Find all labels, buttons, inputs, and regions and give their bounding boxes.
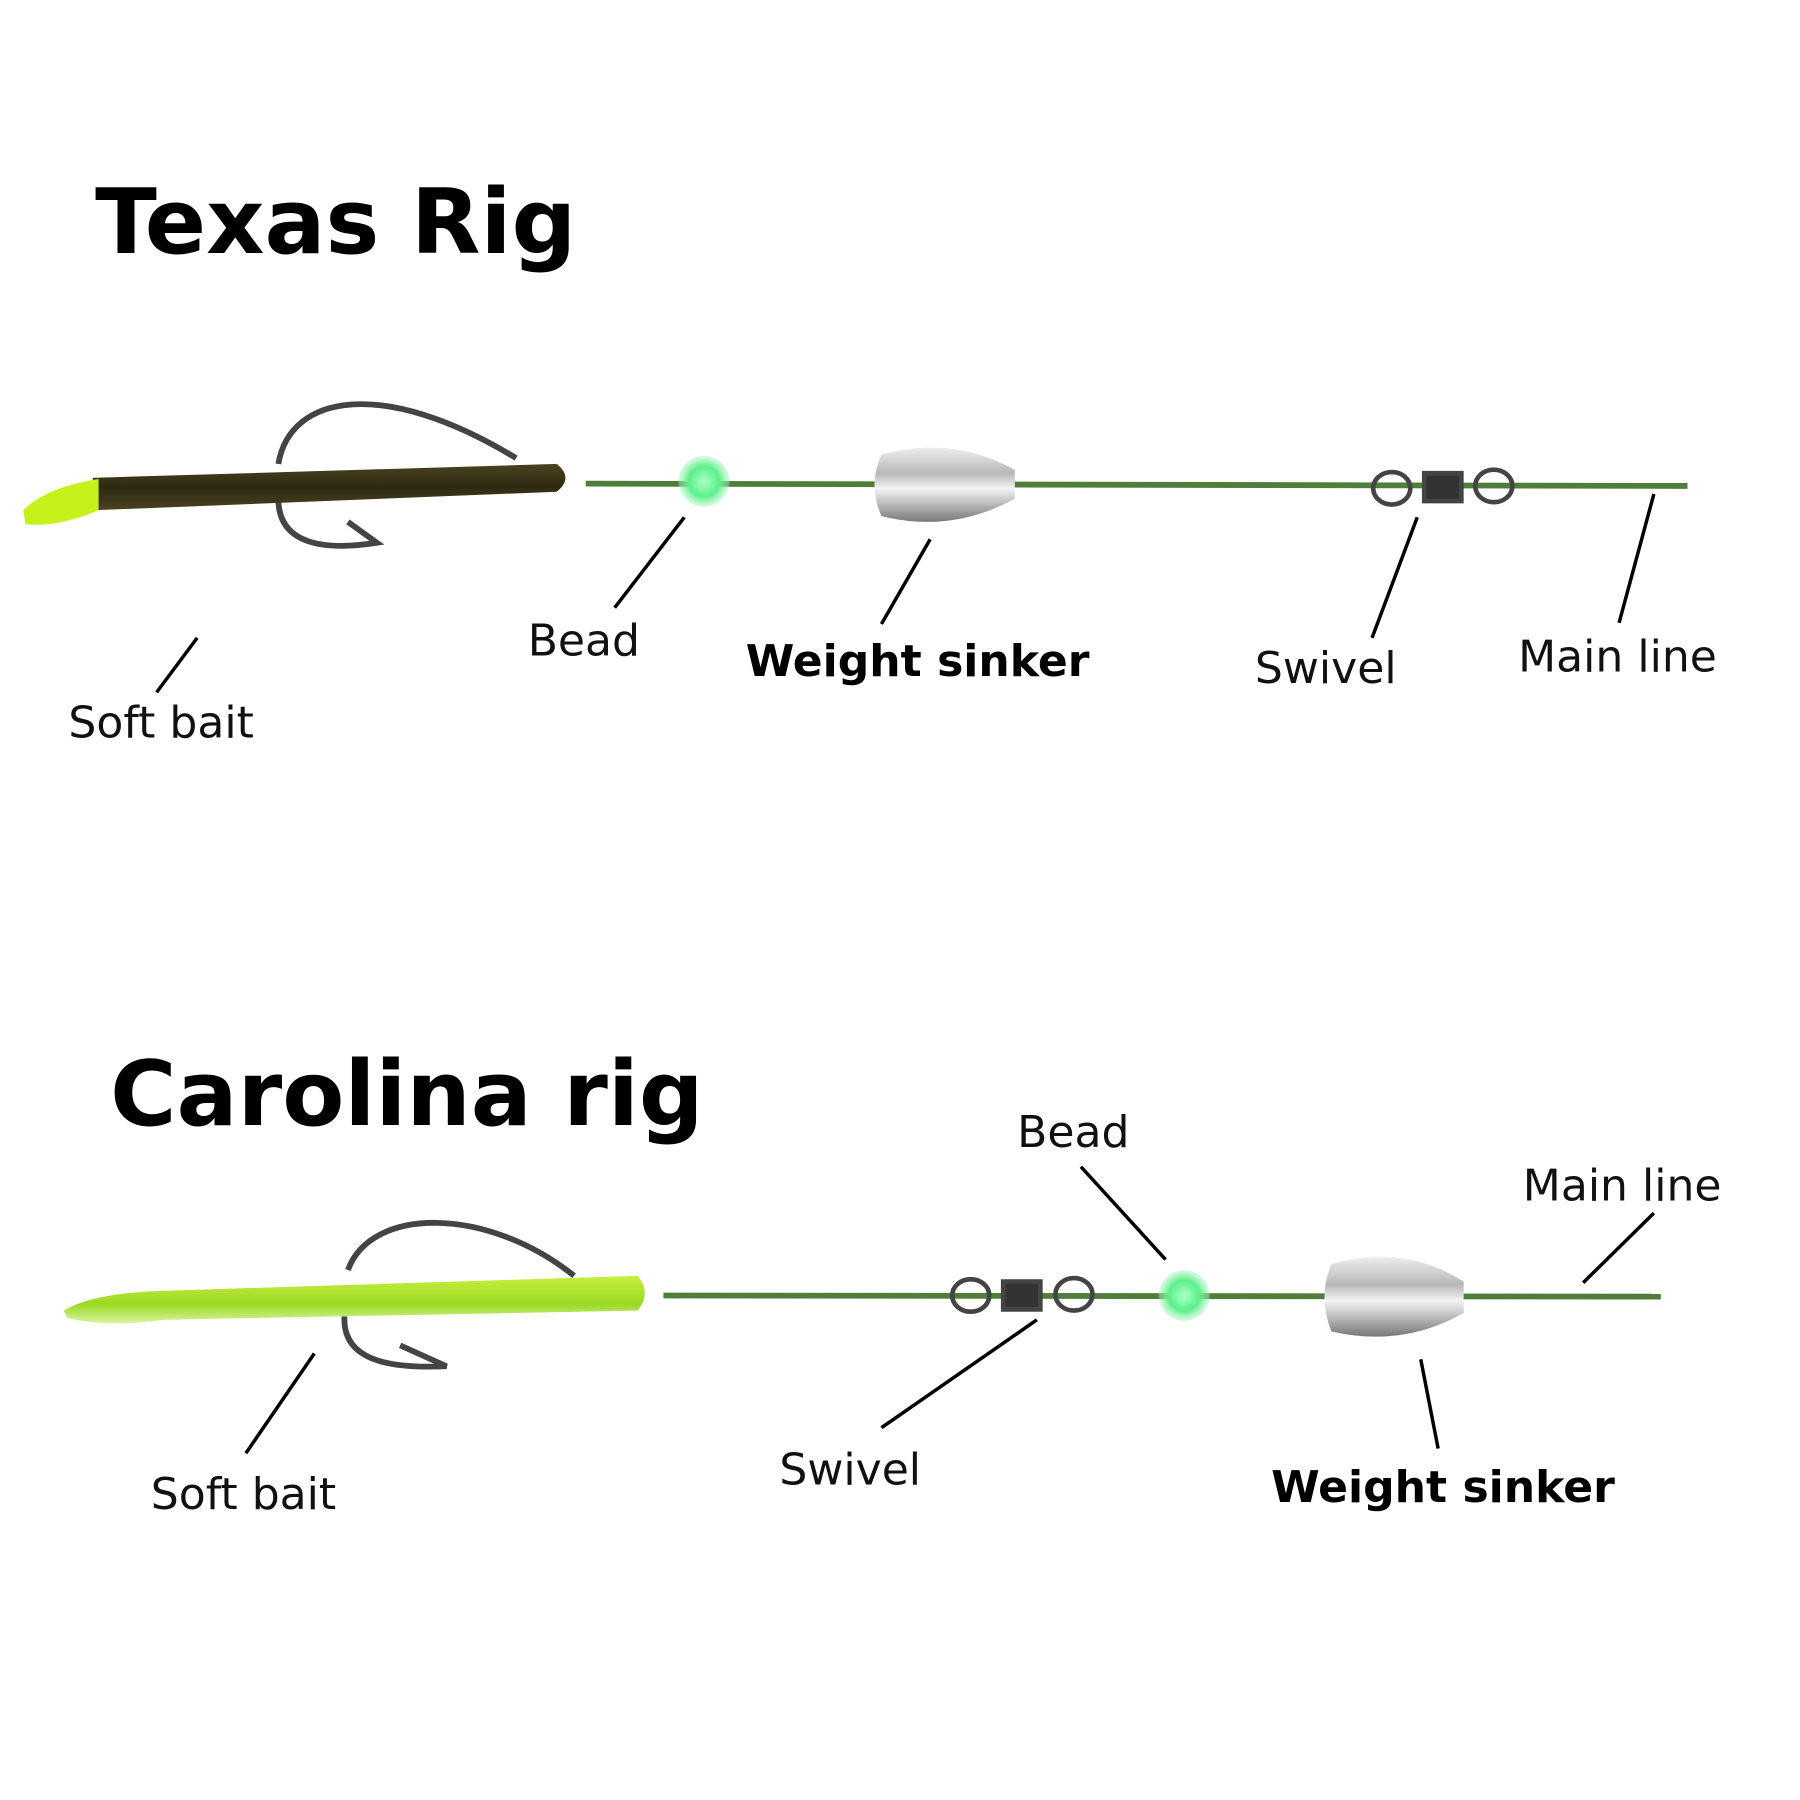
texas-sinker-icon xyxy=(874,447,1015,522)
carolina-swivel-icon xyxy=(949,1275,1095,1315)
carolina-bead-icon xyxy=(1158,1269,1210,1322)
carolina-rig-title: Carolina rig xyxy=(110,1042,703,1147)
carolina-label-swivel: Swivel xyxy=(779,1445,921,1496)
texas-label-weight-sinker: Weight sinker xyxy=(746,636,1090,687)
texas-label-soft-bait: Soft bait xyxy=(68,698,253,749)
texas-bead-icon xyxy=(678,455,730,507)
texas-label-bead: Bead xyxy=(528,615,640,666)
hook-icon xyxy=(275,401,518,465)
worm-tail-icon xyxy=(23,478,99,525)
worm-body-icon xyxy=(63,1275,645,1324)
carolina-label-bead: Bead xyxy=(1017,1107,1129,1158)
texas-label-main-line: Main line xyxy=(1518,632,1717,683)
texas-rig: Texas Rig Soft bait Bead Weight sinker S… xyxy=(23,170,1717,749)
worm-body-icon xyxy=(92,463,566,511)
carolina-soft-bait xyxy=(63,1219,645,1370)
texas-soft-bait xyxy=(23,401,566,549)
texas-rig-title: Texas Rig xyxy=(95,170,576,275)
carolina-rig: Carolina rig Bead Main line Soft bait Sw… xyxy=(63,1042,1722,1520)
carolina-label-soft-bait: Soft bait xyxy=(151,1469,336,1520)
carolina-sinker-icon xyxy=(1324,1256,1464,1337)
texas-swivel-icon xyxy=(1370,467,1515,507)
texas-main-line xyxy=(585,480,1688,489)
carolina-label-weight-sinker: Weight sinker xyxy=(1271,1462,1615,1513)
carolina-label-main-line: Main line xyxy=(1523,1160,1722,1211)
texas-label-swivel: Swivel xyxy=(1255,643,1397,694)
hook-icon xyxy=(345,1219,576,1279)
